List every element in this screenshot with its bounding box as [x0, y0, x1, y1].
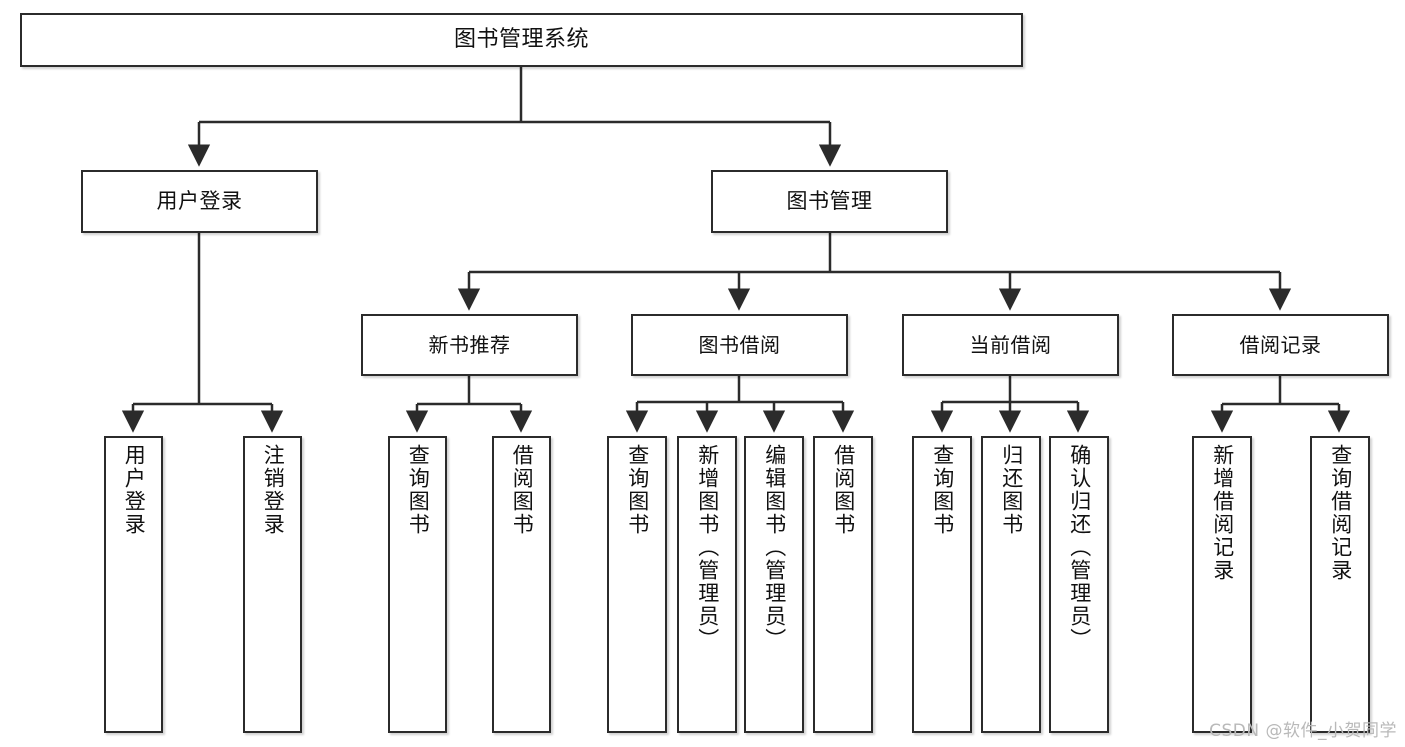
leaf-borrow-borrow-book[interactable]: 借阅图书	[813, 436, 873, 733]
leaf-label: 查询图书	[406, 444, 431, 536]
node-root-label: 图书管理系统	[453, 27, 589, 53]
leaf-label: 注销登录	[261, 444, 286, 536]
leaf-label: 借阅图书	[831, 444, 856, 536]
leaf-record-query[interactable]: 查询借阅记录	[1310, 436, 1370, 733]
node-book-management[interactable]: 图书管理	[711, 170, 948, 233]
leaf-label: 查询借阅记录	[1328, 444, 1353, 582]
leaf-current-query-book[interactable]: 查询图书	[912, 436, 972, 733]
leaf-borrow-query-book[interactable]: 查询图书	[607, 436, 667, 733]
leaf-label: 查询图书	[930, 444, 955, 536]
node-user-login-label: 用户登录	[156, 189, 243, 214]
node-current-borrow-label: 当前借阅	[969, 332, 1052, 357]
node-new-book-recommend-label: 新书推荐	[428, 332, 511, 357]
leaf-label: 编辑图书（管理员）	[762, 444, 787, 651]
node-user-login[interactable]: 用户登录	[81, 170, 318, 233]
node-current-borrow[interactable]: 当前借阅	[902, 314, 1119, 376]
node-new-book-recommend[interactable]: 新书推荐	[361, 314, 578, 376]
leaf-user-login-login[interactable]: 用户登录	[104, 436, 163, 733]
leaf-borrow-add-book-admin[interactable]: 新增图书（管理员）	[677, 436, 737, 733]
leaf-new-book-borrow[interactable]: 借阅图书	[492, 436, 551, 733]
leaf-new-book-query[interactable]: 查询图书	[388, 436, 447, 733]
leaf-label: 用户登录	[122, 444, 147, 536]
leaf-label: 归还图书	[999, 444, 1024, 536]
node-borrow-record-label: 借阅记录	[1239, 332, 1322, 357]
leaf-label: 新增图书（管理员）	[695, 444, 720, 651]
node-book-borrow[interactable]: 图书借阅	[631, 314, 848, 376]
leaf-label: 查询图书	[625, 444, 650, 536]
leaf-label: 确认归还（管理员）	[1067, 444, 1092, 651]
csdn-watermark: CSDN @软件_小贺同学	[1209, 721, 1397, 741]
leaf-current-return-book[interactable]: 归还图书	[981, 436, 1041, 733]
node-book-management-label: 图书管理	[786, 189, 873, 214]
leaf-current-confirm-return-admin[interactable]: 确认归还（管理员）	[1049, 436, 1109, 733]
leaf-record-add[interactable]: 新增借阅记录	[1192, 436, 1252, 733]
node-borrow-record[interactable]: 借阅记录	[1172, 314, 1389, 376]
node-root[interactable]: 图书管理系统	[20, 13, 1023, 67]
node-book-borrow-label: 图书借阅	[698, 332, 781, 357]
leaf-user-login-logout[interactable]: 注销登录	[243, 436, 302, 733]
leaf-label: 借阅图书	[510, 444, 535, 536]
leaf-label: 新增借阅记录	[1210, 444, 1235, 582]
leaf-borrow-edit-book-admin[interactable]: 编辑图书（管理员）	[744, 436, 804, 733]
